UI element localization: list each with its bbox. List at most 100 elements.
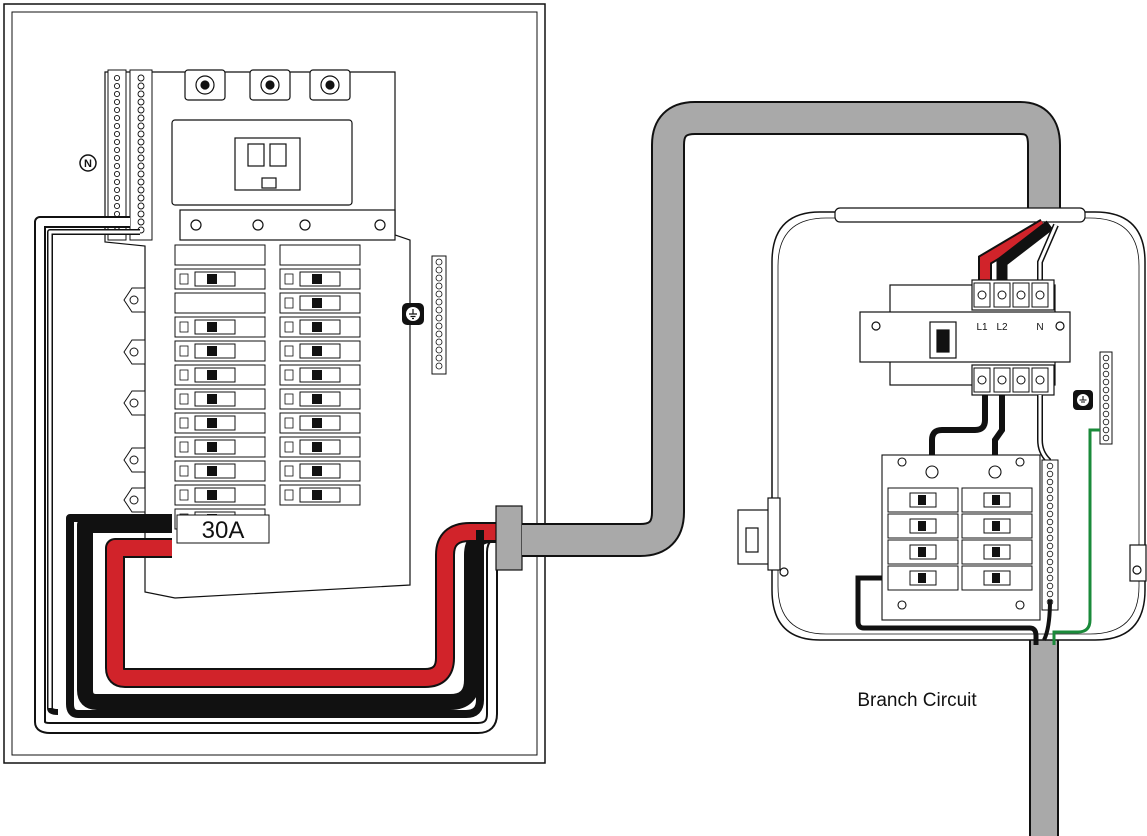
- sub-breaker-toggle: [918, 521, 926, 531]
- sub-breaker-toggle: [918, 495, 926, 505]
- breaker-terminal: [179, 393, 189, 405]
- neutral-screw: [137, 122, 145, 130]
- breaker-toggle: [207, 466, 217, 476]
- ground-screw: [435, 314, 443, 322]
- sub-neutral-screw: [1046, 470, 1054, 478]
- mounting-ear-hole: [129, 347, 139, 357]
- branch-breaker: [174, 268, 266, 290]
- sub-breaker: [887, 487, 959, 513]
- sub-neutral-screw: [1046, 566, 1054, 574]
- sub-ground-bar: [1099, 351, 1113, 445]
- breaker-terminal: [284, 393, 294, 405]
- neutral-screw: [137, 82, 145, 90]
- neutral-screw: [137, 210, 145, 218]
- breaker-toggle: [207, 418, 217, 428]
- neutral-screw: [137, 178, 145, 186]
- ground-screw: [435, 274, 443, 282]
- branch-breaker: [174, 436, 266, 458]
- breaker-toggle: [207, 322, 217, 332]
- sub-neutral-screw: [1046, 510, 1054, 518]
- breaker-terminal: [284, 345, 294, 357]
- branch-breaker: [174, 412, 266, 434]
- sub-breaker: [961, 487, 1033, 513]
- breaker-30a-label: 30A: [202, 517, 245, 544]
- sub-neutral-screw: [1046, 478, 1054, 486]
- branch-breaker: [279, 364, 361, 386]
- breaker-terminal: [284, 369, 294, 381]
- ground-screw: [435, 306, 443, 314]
- breaker-toggle: [312, 394, 322, 404]
- ground-screw: [435, 266, 443, 274]
- breaker-terminal: [284, 417, 294, 429]
- breaker-body: [174, 244, 266, 266]
- breaker-toggle: [312, 298, 322, 308]
- mounting-ear-hole: [129, 398, 139, 408]
- sub-breaker-toggle: [918, 573, 926, 583]
- ground-screw: [435, 298, 443, 306]
- neutral-screw: [137, 130, 145, 138]
- neutral-screw: [137, 106, 145, 114]
- breaker-terminal: [284, 273, 294, 285]
- branch-breaker: [279, 268, 361, 290]
- main-conduit-fitting: [495, 505, 523, 571]
- ground-screw: [1102, 418, 1110, 426]
- neutral-screw: [113, 162, 121, 170]
- terminal-screw: [997, 375, 1007, 385]
- neutral-screw: [113, 178, 121, 186]
- mounting-ear-hole: [129, 495, 139, 505]
- terminal-label-n: N: [1036, 322, 1043, 333]
- sub-neutral-screw: [1046, 582, 1054, 590]
- breaker-terminal: [284, 297, 294, 309]
- sub-breaker-toggle: [992, 573, 1000, 583]
- terminal-screw: [1035, 290, 1045, 300]
- terminal-screw: [977, 375, 987, 385]
- breaker-terminal: [284, 441, 294, 453]
- neutral-screw: [137, 162, 145, 170]
- neutral-screw: [137, 154, 145, 162]
- branch-breaker: [174, 388, 266, 410]
- branch-black-wire: [855, 575, 1039, 645]
- breaker-terminal: [179, 441, 189, 453]
- neutral-screw: [113, 130, 121, 138]
- subpanel-incoming-wires: [978, 218, 1059, 285]
- neutral-screw: [113, 186, 121, 194]
- breaker-terminal: [179, 417, 189, 429]
- neutral-screw: [137, 138, 145, 146]
- branch-breaker: [279, 460, 361, 482]
- branch-circuit-label: Branch Circuit: [857, 690, 977, 711]
- branch-breaker: [279, 436, 361, 458]
- breaker-toggle: [312, 274, 322, 284]
- sub-breaker: [887, 539, 959, 565]
- ground-screw: [1102, 410, 1110, 418]
- ground-screw: [435, 354, 443, 362]
- ground-screw: [1102, 378, 1110, 386]
- branch-breaker: [174, 340, 266, 362]
- neutral-screw: [113, 146, 121, 154]
- sub-neutral-screw: [1046, 590, 1054, 598]
- ground-screw: [435, 338, 443, 346]
- neutral-screw: [113, 194, 121, 202]
- terminal-lugs-bottom: [973, 367, 1049, 393]
- neutral-screw: [113, 98, 121, 106]
- sub-neutral-screw: [1046, 534, 1054, 542]
- branch-breaker: [279, 412, 361, 434]
- breaker-terminal: [179, 489, 189, 501]
- neutral-symbol-circle: [79, 154, 97, 172]
- neutral-screw: [113, 106, 121, 114]
- branch-breaker: [174, 484, 266, 506]
- breaker-toggle: [207, 490, 217, 500]
- ground-symbol-icon: [402, 303, 424, 325]
- neutral-screw: [113, 170, 121, 178]
- neutral-screw: [113, 154, 121, 162]
- ground-screw: [1102, 386, 1110, 394]
- ground-screw: [435, 290, 443, 298]
- branch-breaker: [279, 292, 361, 314]
- breaker-toggle: [207, 274, 217, 284]
- breaker-terminal: [284, 465, 294, 477]
- sub-breaker-toggle: [918, 547, 926, 557]
- neutral-bar-screws: [113, 74, 145, 234]
- sub-breaker: [887, 513, 959, 539]
- branch-breakers: [174, 244, 361, 530]
- neutral-screw: [137, 146, 145, 154]
- neutral-screw: [137, 186, 145, 194]
